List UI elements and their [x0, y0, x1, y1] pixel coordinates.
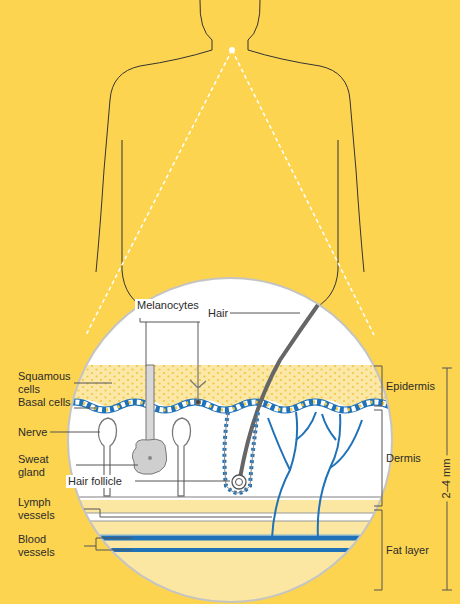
- epidermis-layer: [60, 365, 400, 408]
- part-label: Basal cells: [18, 396, 74, 409]
- part-label: Lymph vessels: [18, 496, 80, 522]
- part-label: Hair: [206, 307, 230, 320]
- fat-layer: [60, 500, 400, 604]
- layer-label: Dermis: [386, 452, 421, 465]
- basal-layer: [60, 402, 420, 410]
- part-label: Hair follicle: [66, 475, 124, 488]
- part-label: Squamous cells: [18, 370, 74, 396]
- magnifier-rim: [68, 278, 392, 602]
- part-label: Melanocytes: [135, 299, 201, 312]
- dimension-label: 2–4 mm: [441, 455, 454, 501]
- part-label: Nerve: [18, 426, 47, 439]
- body-outline: [96, 0, 364, 310]
- melanocytes: [146, 326, 206, 405]
- hair-shaft: [240, 302, 320, 478]
- layer-label: Epidermis: [386, 380, 435, 393]
- dermis-vessels: [268, 412, 362, 538]
- layer-label: Fat layer: [386, 544, 429, 557]
- sweat-gland: [132, 365, 166, 474]
- leader-lines: [50, 313, 452, 590]
- part-label: Blood vessels: [18, 533, 80, 559]
- skin-section: [60, 302, 420, 604]
